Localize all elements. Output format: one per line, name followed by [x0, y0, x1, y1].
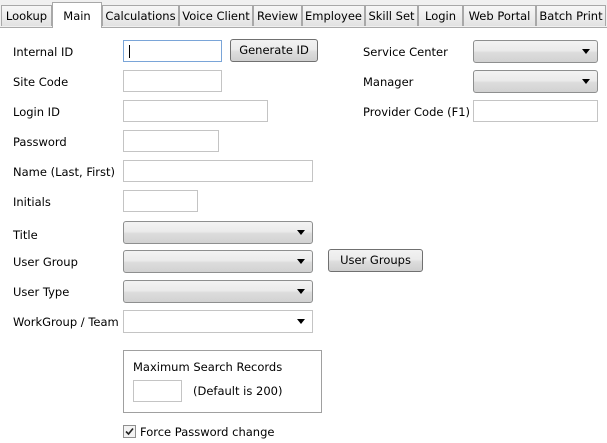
chevron-down-icon	[297, 230, 305, 235]
chevron-down-icon	[297, 259, 305, 264]
tab-skill-set[interactable]: Skill Set	[365, 5, 418, 26]
tab-login[interactable]: Login	[418, 5, 463, 26]
user-type-label: User Type	[13, 285, 70, 299]
max-search-records-input[interactable]	[133, 380, 182, 402]
tab-lookup[interactable]: Lookup	[1, 5, 52, 26]
internal-id-input[interactable]	[123, 40, 222, 62]
tab-batch-print[interactable]: Batch Print	[536, 5, 606, 26]
tab-web-portal[interactable]: Web Portal	[463, 5, 536, 26]
title-dropdown[interactable]	[123, 221, 313, 244]
title-label: Title	[13, 228, 38, 242]
tab-divider	[0, 27, 607, 28]
tab-bar: Lookup Main Calculations Voice Client Re…	[0, 0, 607, 28]
name-label: Name (Last, First)	[13, 165, 116, 179]
provider-code-input[interactable]	[473, 100, 598, 122]
provider-code-label: Provider Code (F1)	[363, 105, 471, 119]
generate-id-button[interactable]: Generate ID	[230, 39, 318, 62]
login-id-input[interactable]	[123, 100, 268, 122]
user-group-label: User Group	[13, 255, 78, 269]
site-code-label: Site Code	[13, 75, 69, 89]
name-input[interactable]	[123, 160, 313, 182]
chevron-down-icon	[582, 49, 590, 54]
password-input[interactable]	[123, 130, 219, 152]
password-label: Password	[13, 135, 67, 149]
initials-label: Initials	[13, 195, 51, 209]
user-group-dropdown[interactable]	[123, 250, 313, 273]
text-caret	[129, 45, 130, 58]
checkmark-icon	[125, 427, 134, 436]
site-code-input[interactable]	[123, 70, 222, 92]
tab-main[interactable]: Main	[52, 2, 102, 28]
service-center-dropdown[interactable]	[473, 40, 598, 63]
chevron-down-icon	[582, 79, 590, 84]
force-password-change-checkbox[interactable]	[123, 425, 136, 438]
chevron-down-icon	[297, 319, 305, 324]
internal-id-label: Internal ID	[13, 45, 74, 59]
workgroup-team-dropdown[interactable]	[123, 310, 313, 333]
user-groups-button[interactable]: User Groups	[328, 249, 423, 272]
manager-dropdown[interactable]	[473, 70, 598, 93]
workgroup-team-label: WorkGroup / Team	[13, 315, 119, 329]
default-note: (Default is 200)	[193, 384, 283, 398]
chevron-down-icon	[297, 289, 305, 294]
service-center-label: Service Center	[363, 45, 448, 59]
tab-calculations[interactable]: Calculations	[102, 5, 179, 26]
login-id-label: Login ID	[13, 105, 60, 119]
tab-review[interactable]: Review	[253, 5, 302, 26]
user-type-dropdown[interactable]	[123, 280, 313, 303]
tab-voice-client[interactable]: Voice Client	[179, 5, 253, 26]
manager-label: Manager	[363, 75, 414, 89]
initials-input[interactable]	[123, 190, 198, 212]
tab-employee[interactable]: Employee	[302, 5, 365, 26]
force-password-change-label[interactable]: Force Password change	[140, 425, 275, 439]
max-search-records-label: Maximum Search Records	[133, 360, 283, 374]
max-search-records-group: Maximum Search Records (Default is 200)	[123, 350, 322, 413]
